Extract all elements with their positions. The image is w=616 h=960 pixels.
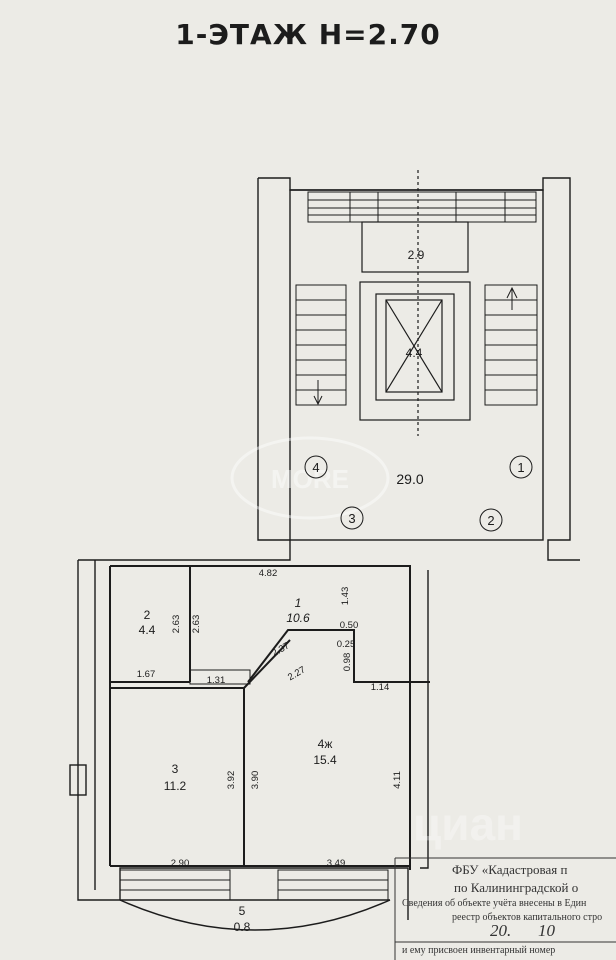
stamp-day: 20. — [490, 921, 512, 940]
elevator-shaft — [359, 170, 471, 436]
stamp-line-1: ФБУ «Кадастровая п — [452, 862, 568, 877]
exterior-walls — [69, 177, 580, 920]
watermark-text: MORE — [271, 464, 349, 494]
marker-4-label: 4 — [312, 460, 319, 475]
dim-corridor-width: 1.31 — [207, 675, 226, 686]
dim-room2-h-left: 2.63 — [171, 615, 182, 634]
marker-1 — [509, 455, 533, 479]
dim-diag-inner: 2.27 — [286, 664, 308, 683]
dim-top-width: 4.82 — [259, 568, 278, 579]
dim-room4-offset: 1.14 — [371, 682, 390, 693]
watermark-cian: циан — [413, 798, 523, 850]
dim-step-width: 0.50 — [340, 620, 359, 631]
dim-room4-h: 4.11 — [392, 771, 403, 789]
dim-room3-h-left: 3.92 — [226, 771, 237, 790]
hall-area: 29.0 — [396, 471, 423, 487]
room-3-number: 3 — [172, 762, 179, 776]
room-1-area: 10.6 — [286, 611, 310, 625]
room-4-area: 15.4 — [313, 753, 337, 767]
dim-diag-outer: 2.37 — [270, 640, 292, 659]
room-2-number: 2 — [144, 608, 151, 622]
elevator-area: 4.4 — [406, 346, 423, 360]
dim-room4-width: 3.49 — [327, 858, 346, 869]
marker-3-label: 3 — [348, 511, 355, 526]
marker-4 — [304, 455, 328, 479]
room-1-number: 1 — [295, 596, 302, 610]
landing-area: 2.9 — [408, 248, 425, 262]
room-5-number: 5 — [239, 904, 246, 918]
room-5-area: 0.8 — [234, 920, 251, 934]
stamp-line-5: и ему присвоен инвентарный номер — [402, 945, 556, 956]
marker-2-label: 2 — [487, 513, 494, 528]
plan-title: 1-ЭТАЖ H=2.70 — [175, 18, 441, 51]
marker-3 — [340, 506, 364, 530]
stamp-line-4: реестр объектов капитального стро — [452, 912, 603, 923]
dim-step-depth: 0.98 — [342, 653, 353, 672]
dim-room2-width: 1.67 — [137, 669, 156, 680]
stair-steps — [119, 191, 538, 901]
marker-2 — [479, 508, 503, 532]
dim-hall-depth: 1.43 — [340, 587, 351, 606]
dim-room3-h-right: 3.90 — [250, 771, 261, 790]
room-2-area: 4.4 — [139, 623, 156, 637]
cadastral-stamp — [394, 857, 616, 960]
dim-step-small: 0.25 — [337, 639, 356, 650]
marker-1-label: 1 — [517, 460, 524, 475]
dim-room3-width: 2.90 — [171, 858, 190, 869]
dim-room2-h-right: 2.63 — [191, 615, 202, 634]
watermark: MORE циан — [230, 436, 523, 850]
room-3-area: 11.2 — [164, 779, 187, 793]
stamp-month: 10 — [538, 921, 555, 940]
room-4-number: 4ж — [318, 737, 333, 751]
interior-walls — [109, 566, 430, 867]
stamp-line-2: по Калининградской о — [454, 880, 579, 895]
balcony — [119, 899, 391, 931]
stamp-line-3: Сведения об объекте учёта внесены в Един — [402, 898, 587, 909]
